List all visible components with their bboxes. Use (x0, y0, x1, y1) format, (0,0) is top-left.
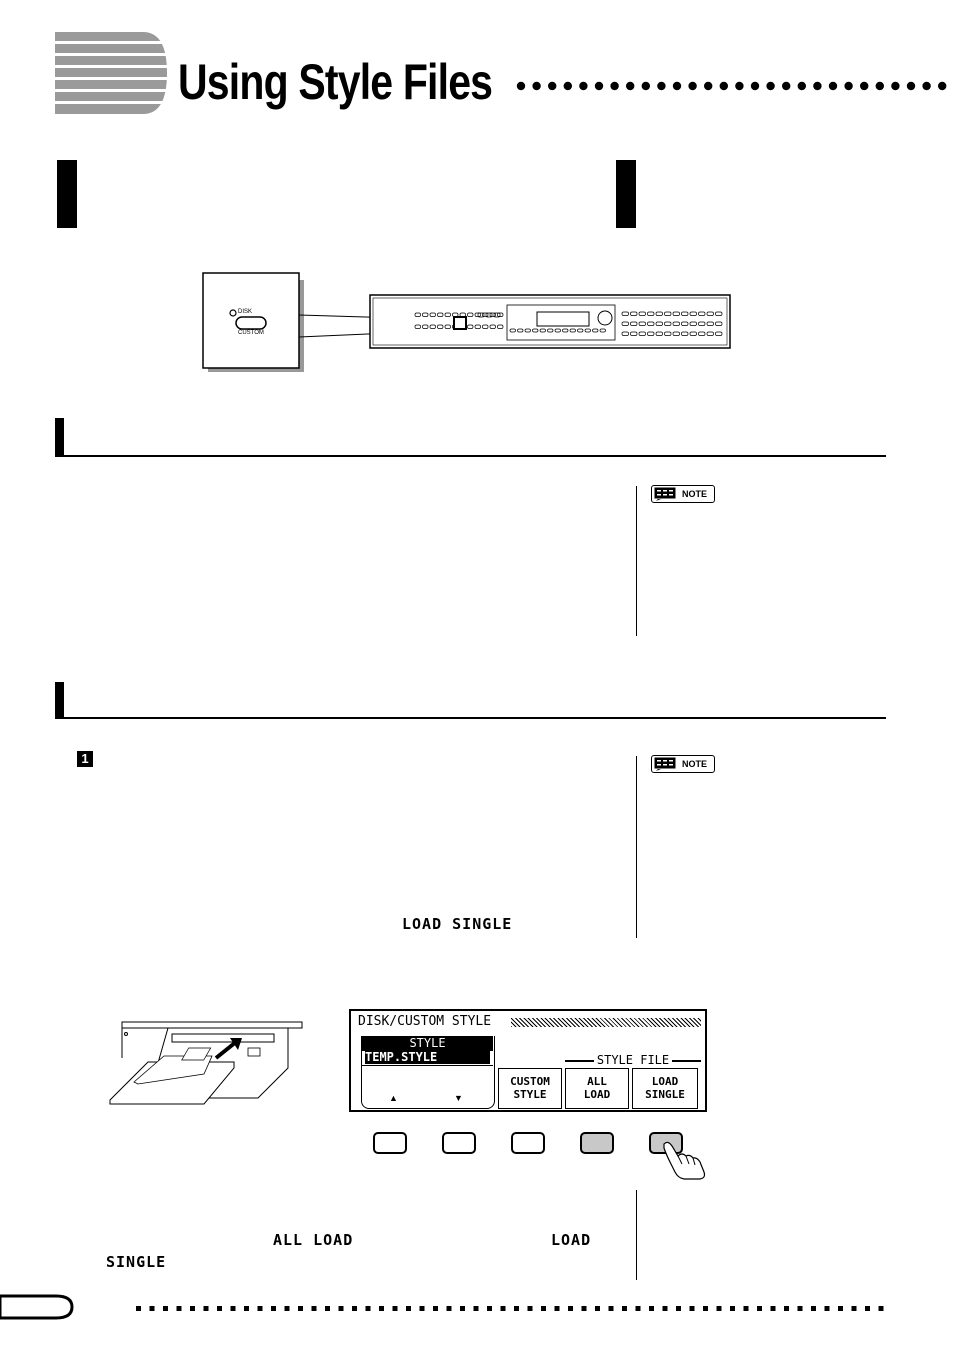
note-2-label: NOTE (682, 759, 708, 769)
step-number: 1 (81, 751, 89, 766)
lcd-load-single-button[interactable]: LOAD SINGLE (632, 1068, 698, 1109)
lcd-style-file-label: STYLE FILE (565, 1053, 701, 1069)
note-2-badge: NOTE (651, 755, 715, 773)
section-1-rule (55, 455, 886, 457)
section-2-rule (55, 717, 886, 719)
all-load-label: ALL LOAD (273, 1231, 354, 1249)
footer-dotted-rule (136, 1306, 884, 1311)
lcd-divider (362, 1065, 493, 1066)
right-column-marker (616, 160, 636, 228)
left-column-marker (57, 160, 77, 228)
page-title: Using Style Files (178, 54, 493, 110)
single-label: SINGLE (106, 1253, 167, 1271)
note-1-badge: NOTE (651, 485, 715, 503)
section-1-marker (55, 418, 64, 456)
lcd-style-value[interactable]: TEMP.STYLE (365, 1051, 490, 1064)
page-tab (0, 1294, 74, 1320)
lcd-custom-style-button[interactable]: CUSTOM STYLE (498, 1068, 562, 1109)
note-1-label: NOTE (682, 489, 708, 499)
lcd-display: DISK/CUSTOM STYLE STYLE TEMP.STYLE ▲ ▼ S… (349, 1009, 707, 1112)
panel-illustration (202, 272, 731, 372)
note-icon (654, 487, 676, 501)
inline-load-single-label: LOAD SINGLE (402, 915, 513, 933)
pressing-hand-icon (663, 1141, 706, 1180)
floppy-insert-illustration (109, 1021, 303, 1105)
title-dotted-leader (516, 81, 947, 91)
load-label: LOAD (551, 1231, 592, 1249)
bottom-divider (636, 1190, 637, 1280)
panel-button-1[interactable] (373, 1132, 407, 1154)
section-2-marker (55, 682, 64, 719)
panel-button-4-all-load[interactable] (580, 1132, 614, 1154)
down-arrow-icon: ▼ (454, 1093, 463, 1103)
lcd-style-box: STYLE TEMP.STYLE ▲ ▼ (361, 1036, 495, 1109)
panel-button-2[interactable] (442, 1132, 476, 1154)
up-arrow-icon: ▲ (389, 1093, 398, 1103)
note-icon (654, 757, 676, 771)
callout-custom-label: CUSTOM (238, 330, 264, 336)
callout-disk-label: DISK (238, 309, 253, 315)
lcd-style-label: STYLE (362, 1036, 493, 1051)
lcd-header-text: DISK/CUSTOM STYLE (358, 1014, 492, 1029)
note-1-divider (636, 486, 637, 636)
section-header-graphic (55, 32, 167, 114)
lcd-all-load-button[interactable]: ALL LOAD (565, 1068, 629, 1109)
step-number-badge: 1 (77, 751, 93, 767)
panel-button-3[interactable] (511, 1132, 545, 1154)
note-2-divider (636, 756, 637, 938)
lcd-header-hatch (511, 1018, 701, 1027)
